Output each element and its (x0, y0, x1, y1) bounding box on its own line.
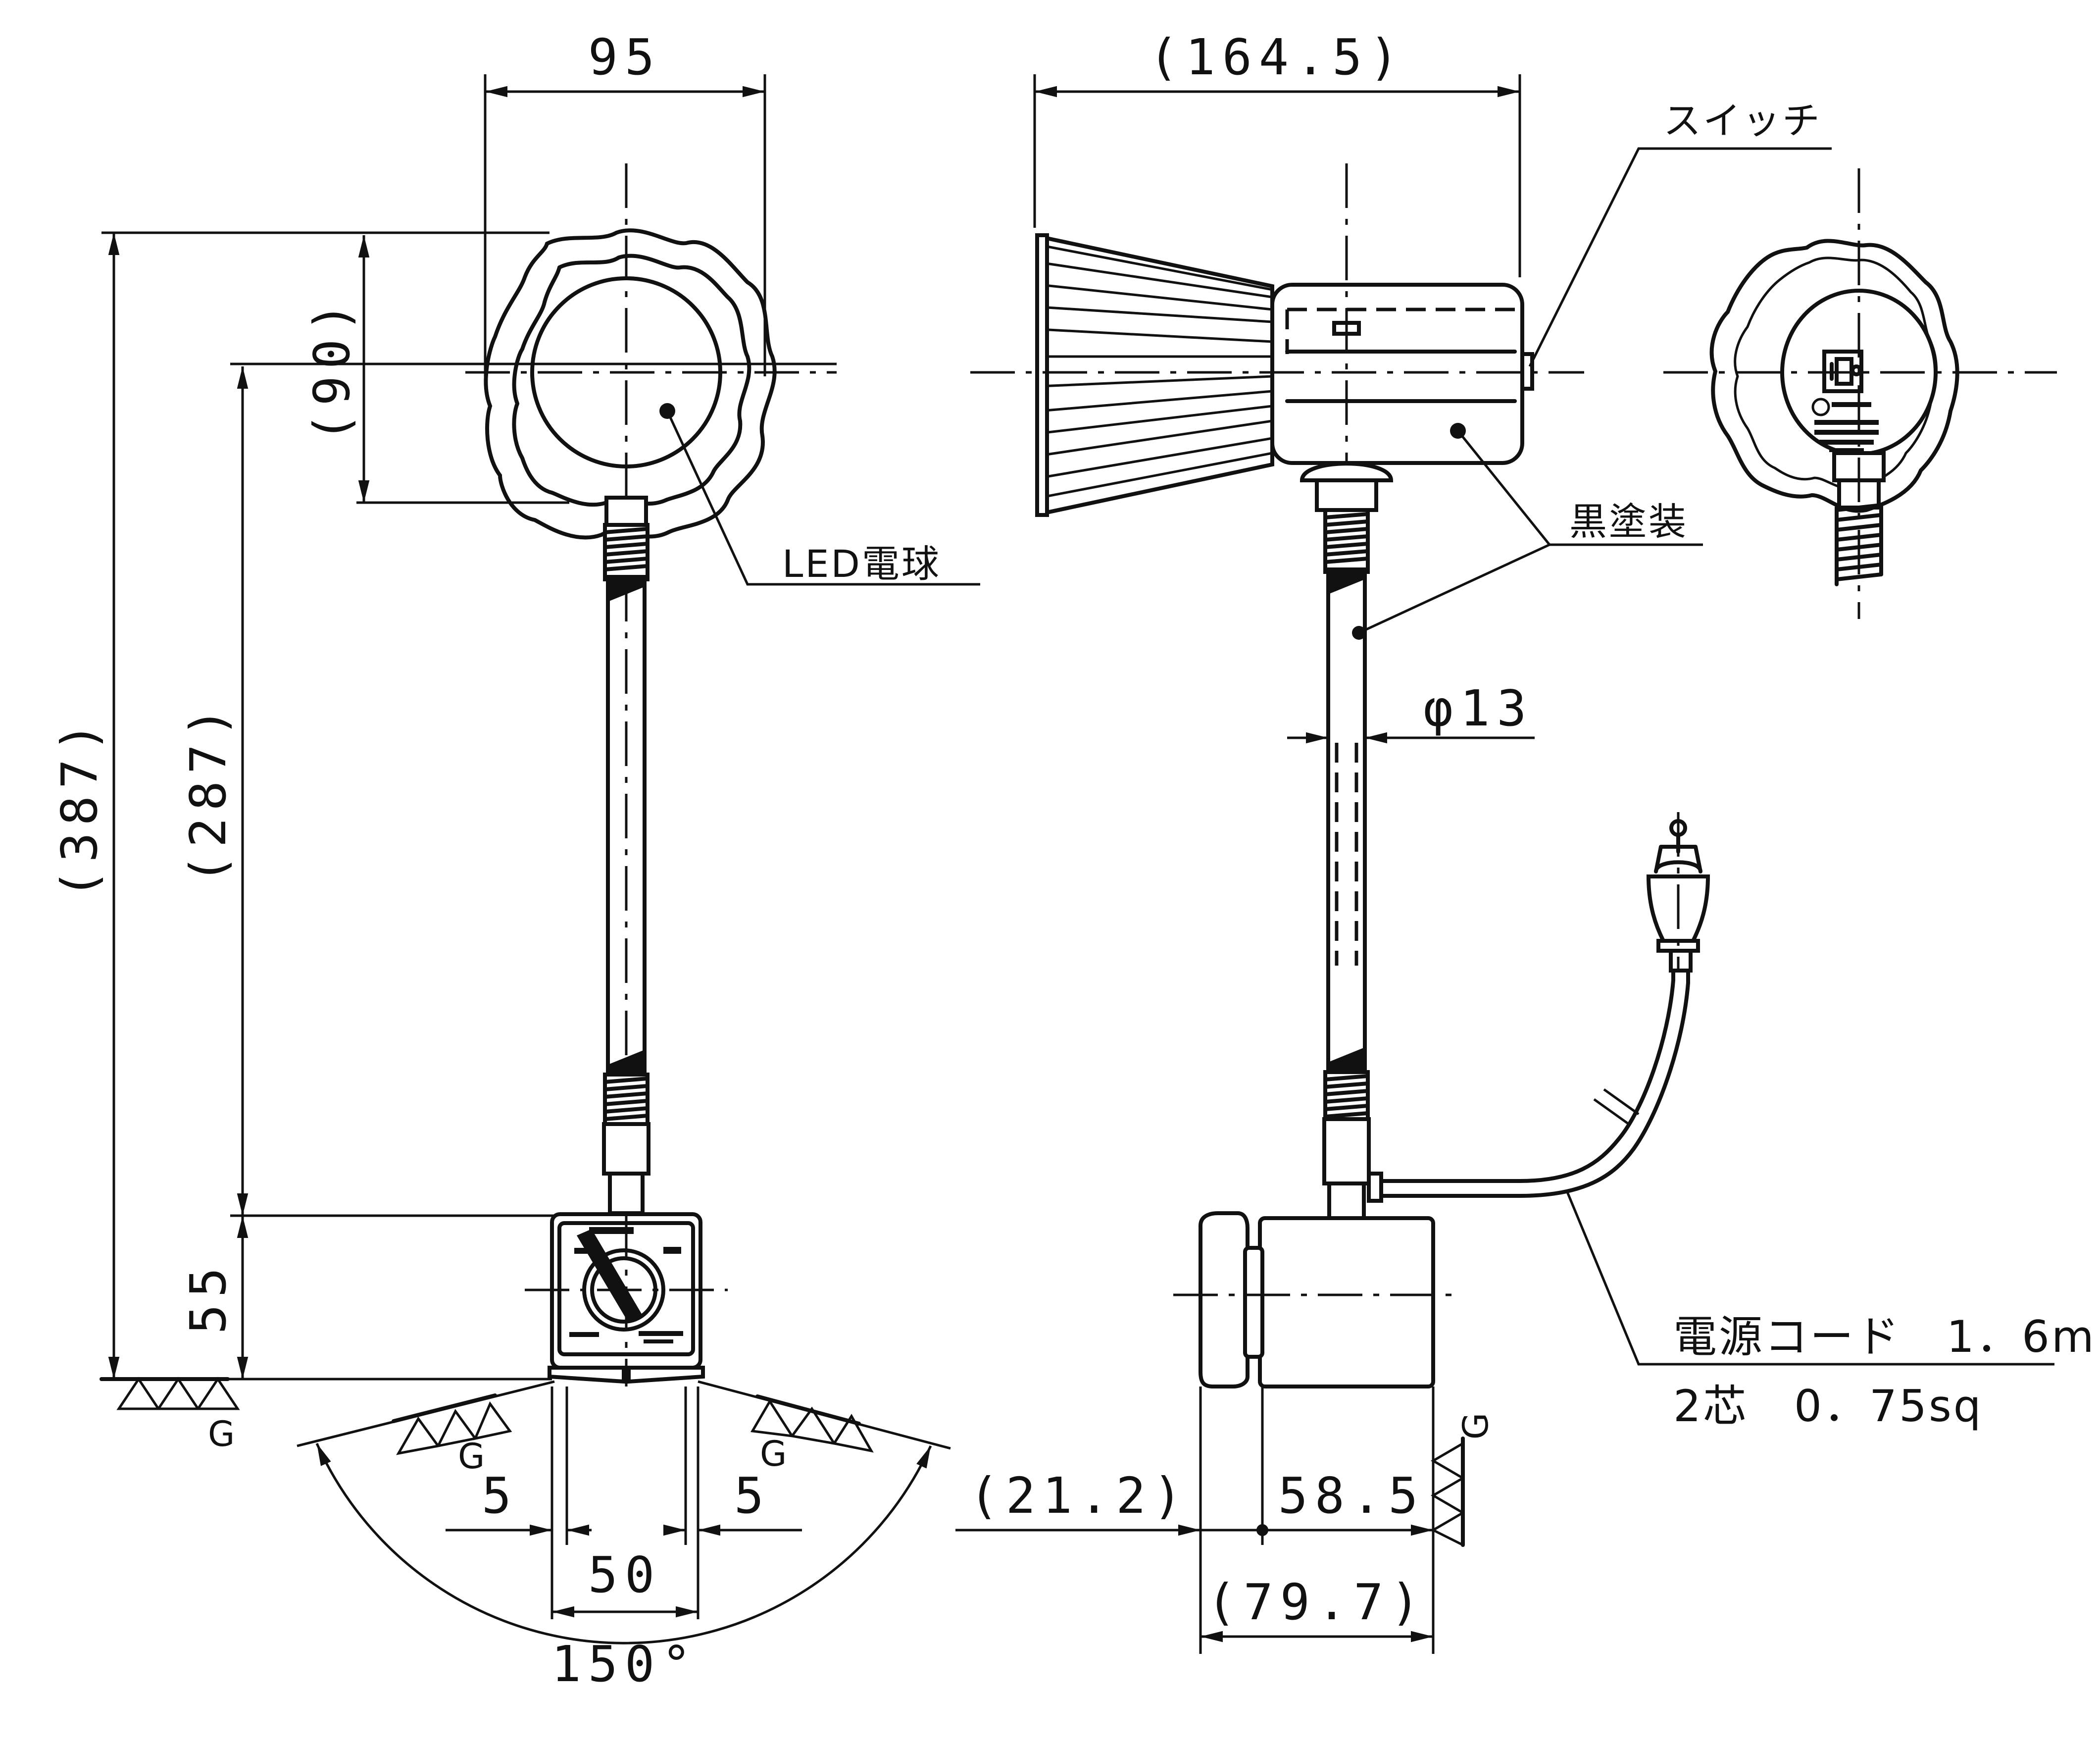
dim-depth-79-7: (79.7) (1206, 1573, 1427, 1631)
dim-angle-150: 150° (551, 1635, 699, 1693)
dim-base-width-50: 50 (588, 1546, 661, 1604)
dim-length-164-5: (164.5) (1149, 28, 1405, 86)
label-cord-line2: 2芯 0．75sq (1673, 1381, 1983, 1432)
dim-depth-58-5: 58.5 (1278, 1467, 1425, 1525)
front-dimensions: 95 (90) (387) (287) 55 LED電球 5 5 (50, 28, 980, 1693)
dim-width-95: 95 (588, 28, 661, 86)
ground-symbol-right-foot: G (750, 1394, 874, 1474)
front-magnet-base (525, 1212, 728, 1387)
front-bottom-coil (603, 1073, 650, 1126)
dim-pipe-13: φ13 (1423, 679, 1534, 737)
label-black-paint: 黒塗装 (1569, 500, 1688, 544)
rear-view (1663, 168, 2057, 619)
dim-offset-21-2: (21.2) (969, 1467, 1189, 1525)
front-top-coil (603, 523, 650, 581)
side-magnet-base (1173, 1211, 1455, 1388)
svg-text:G: G (458, 1436, 485, 1477)
ground-symbol-left-foot: G (392, 1393, 512, 1477)
dim-foot-right: 5 (734, 1467, 771, 1525)
ground-symbol-base: G (100, 1377, 240, 1454)
label-led-bulb: LED電球 (782, 542, 941, 586)
label-switch: スイッチ (1663, 99, 1822, 143)
side-switch (1520, 352, 1534, 391)
dim-head-90: (90) (303, 296, 361, 443)
dim-base-55: 55 (179, 1261, 237, 1334)
svg-text:G: G (1455, 1413, 1496, 1439)
dim-arm-287: (287) (179, 700, 237, 884)
power-plug (1646, 812, 1710, 973)
svg-text:G: G (760, 1434, 787, 1474)
side-bottom-coil (1323, 1070, 1370, 1121)
label-cord-line1: 電源コード 1．6m (1673, 1311, 2096, 1362)
front-view (465, 163, 837, 1387)
side-view (970, 163, 1710, 1388)
svg-text:G: G (208, 1414, 235, 1454)
dim-foot-left: 5 (482, 1467, 518, 1525)
ground-symbol-side: G (1430, 1413, 1496, 1547)
dim-overall-387: (387) (50, 715, 108, 899)
side-body (1270, 283, 1524, 465)
side-top-coil (1323, 508, 1370, 574)
side-dimensions: (164.5) スイッチ 黒塗装 φ13 電源コード 1．6m 2芯 0．75s… (955, 28, 2096, 1654)
